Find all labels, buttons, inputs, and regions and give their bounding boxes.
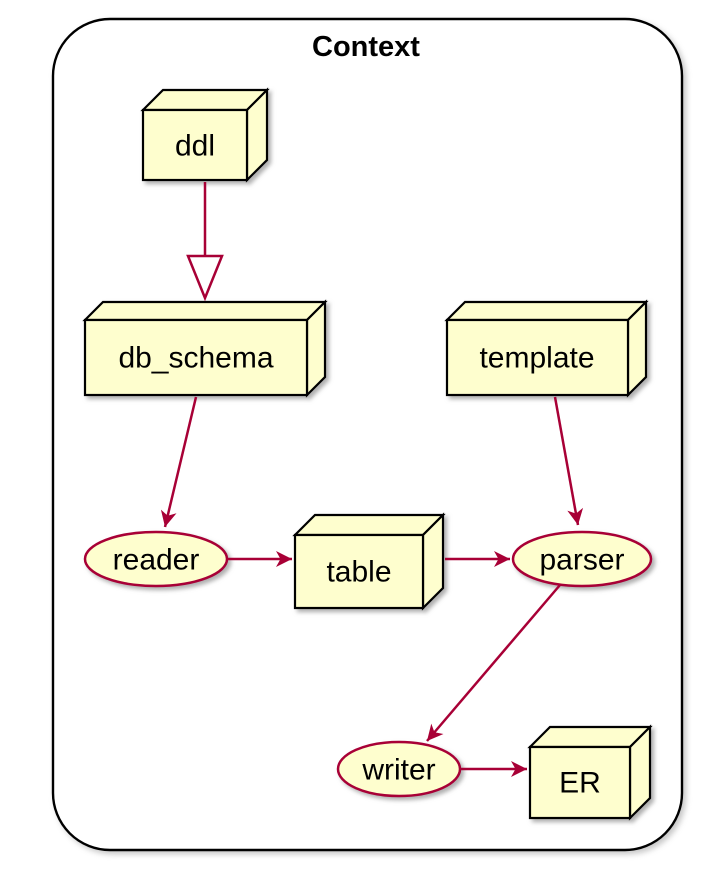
node-template-label: template bbox=[479, 342, 594, 375]
edge-template-parser bbox=[553, 396, 584, 526]
node-table-label: table bbox=[326, 556, 391, 589]
node-db-schema-label: db_schema bbox=[118, 342, 273, 375]
usecase-writer: writer bbox=[336, 740, 462, 798]
edge-parser-writer bbox=[426, 584, 561, 742]
usecase-parser-label: parser bbox=[539, 544, 624, 577]
usecase-parser: parser bbox=[511, 530, 653, 588]
usecase-writer-label: writer bbox=[361, 754, 435, 787]
open-triangle-arrowhead-icon bbox=[186, 254, 224, 302]
node-db-schema: db_schema bbox=[82, 299, 328, 398]
node-er-label: ER bbox=[559, 767, 601, 800]
boundary-title: Context bbox=[312, 31, 420, 63]
edge-db-schema-reader bbox=[160, 396, 198, 528]
node-table: table bbox=[292, 512, 446, 611]
usecase-reader-label: reader bbox=[113, 544, 200, 577]
edge-ddl-db-schema bbox=[186, 182, 224, 302]
node-er: ER bbox=[527, 724, 653, 821]
context-boundary bbox=[51, 17, 684, 852]
node-template: template bbox=[444, 299, 649, 398]
usecase-reader: reader bbox=[83, 530, 229, 588]
node-ddl-label: ddl bbox=[175, 130, 215, 163]
node-ddl: ddl bbox=[140, 87, 270, 183]
